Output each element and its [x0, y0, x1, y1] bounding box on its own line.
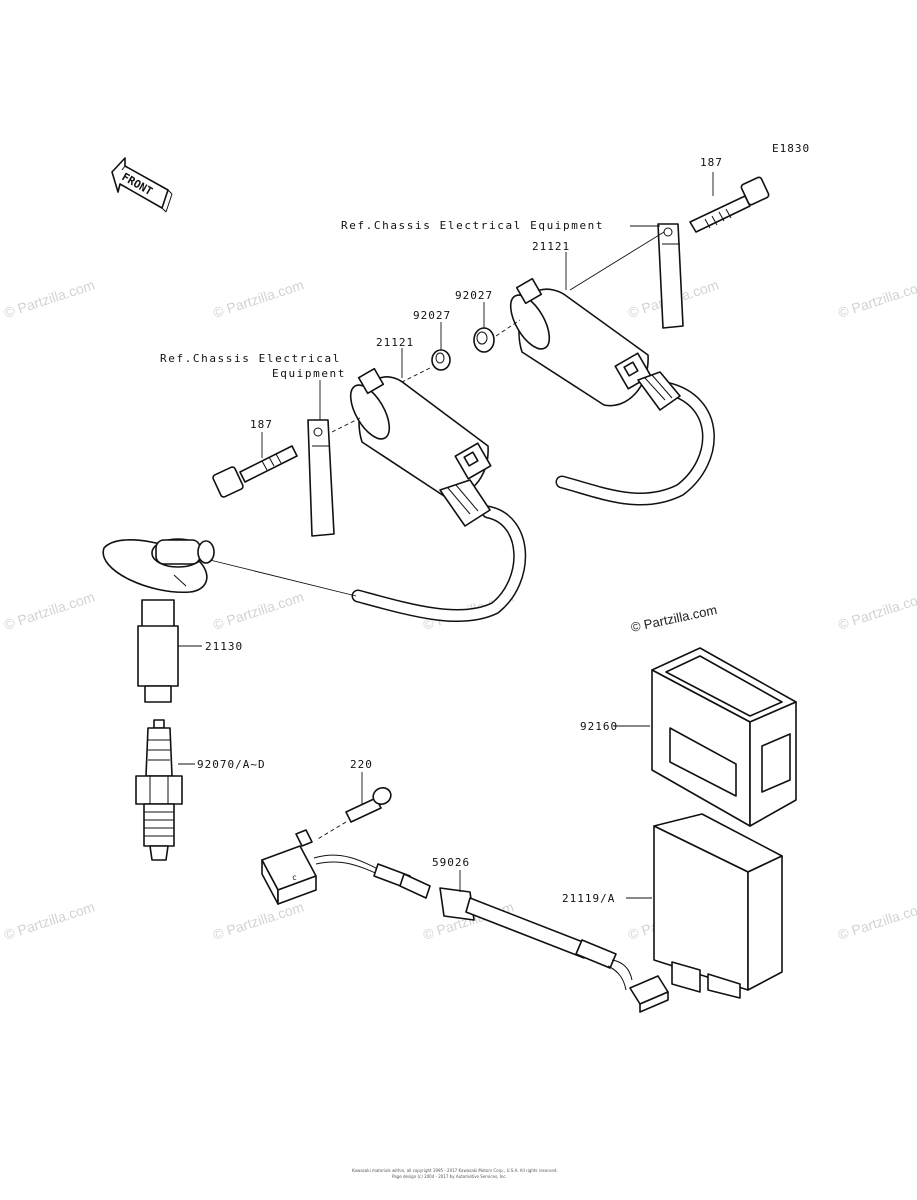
- ref-left-line1: Ref.Chassis Electrical: [160, 352, 341, 365]
- label-clamp: 59026: [432, 856, 470, 869]
- hose-right: [555, 381, 715, 506]
- label-plug-cap: 21130: [205, 640, 243, 653]
- ref-right: Ref.Chassis Electrical Equipment: [341, 219, 604, 232]
- collar-right: [473, 327, 495, 353]
- watermark: © Partzilla.com: [211, 276, 306, 320]
- bolt-left: [212, 445, 298, 498]
- label-collar-left: 92027: [413, 309, 451, 322]
- plug-cap: [102, 538, 215, 703]
- label-bolt-small: 220: [350, 758, 373, 771]
- front-arrow-icon: FRONT: [111, 157, 173, 213]
- label-collar-right: 92027: [455, 289, 493, 302]
- watermark: © Partzilla.com: [211, 588, 306, 632]
- collar-left: [431, 349, 451, 371]
- watermark: © Partzilla.com: [2, 276, 97, 320]
- sensor-harness: c: [261, 829, 669, 1013]
- watermark-prominent: © Partzilla.com: [630, 602, 719, 635]
- hose-left: [351, 505, 527, 623]
- bracket-right: [657, 223, 684, 329]
- bracket-left: [307, 419, 335, 537]
- watermark: © Partzilla.com: [2, 588, 97, 632]
- label-coil-right: 21121: [532, 240, 570, 253]
- watermark: © Partzilla.com: [211, 898, 306, 942]
- coil-right: [509, 277, 681, 411]
- label-bolt-right: 187: [700, 156, 723, 169]
- copyright-line2: Page design (c) 2004 - 2017 by Automotiv…: [392, 1174, 507, 1179]
- watermark: © Partzilla.com: [836, 588, 917, 632]
- copyright-line1: Kawasaki materials within, all copyright…: [352, 1168, 558, 1173]
- spark-plug: [135, 719, 183, 861]
- igniter-case: [651, 647, 797, 827]
- watermark: © Partzilla.com: [836, 276, 917, 320]
- diagram-code: E1830: [772, 142, 810, 155]
- bolt-small: [345, 787, 392, 823]
- watermark: © Partzilla.com: [836, 898, 917, 942]
- harness-c-mark: c: [292, 873, 297, 882]
- igniter: [653, 813, 783, 999]
- label-spark-plug: 92070/A~D: [197, 758, 266, 771]
- label-coil-left: 21121: [376, 336, 414, 349]
- label-igniter: 21119/A: [562, 892, 615, 905]
- bolt-right: [689, 176, 770, 233]
- coil-left: [349, 367, 492, 527]
- label-bolt-left: 187: [250, 418, 273, 431]
- ref-left-line2: Equipment: [272, 367, 346, 380]
- label-igniter-case: 92160: [580, 720, 618, 733]
- watermark: © Partzilla.com: [2, 898, 97, 942]
